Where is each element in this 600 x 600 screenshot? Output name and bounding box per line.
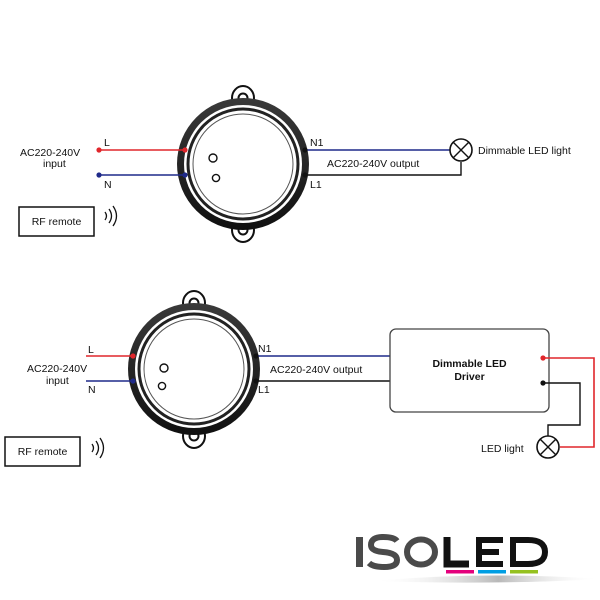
neutral-out-label: N1 <box>258 343 272 355</box>
logo-stripe-magenta <box>446 570 474 574</box>
driver-label-line2: Driver <box>454 371 484 383</box>
neutral-terminal-dimmer-1 <box>182 172 188 178</box>
input-label-line2: input <box>46 375 69 387</box>
driver-label-line1: Dimmable LED <box>432 358 507 370</box>
input-label-line2: input <box>43 158 66 170</box>
neutral-out-label: N1 <box>310 137 324 149</box>
l1-terminal-2 <box>253 378 259 384</box>
live-terminal-left-1 <box>96 147 102 153</box>
logo-stripe-blue <box>478 570 506 574</box>
live-in-label: L <box>104 137 110 149</box>
live-terminal-dimmer-2 <box>130 353 136 359</box>
load-label: LED light <box>481 443 524 455</box>
rf-remote-box-1 <box>18 206 95 237</box>
logo-swoosh <box>372 575 600 583</box>
neutral-in-label: N <box>104 179 112 191</box>
input-label-line1: AC220-240V <box>27 363 87 375</box>
live-out-label: L1 <box>258 384 270 396</box>
n1-terminal-2 <box>253 353 259 359</box>
n1-terminal-1 <box>302 147 308 153</box>
load-label: Dimmable LED light <box>478 145 571 157</box>
output-label: AC220-240V output <box>270 364 362 376</box>
driver-output-black-wire <box>543 382 581 436</box>
led-lamp-icon <box>536 435 560 459</box>
l1-terminal-1 <box>302 172 308 178</box>
rf-remote-label-1: RF remote <box>32 216 82 228</box>
output-label: AC220-240V output <box>327 158 419 170</box>
led-driver-box <box>389 328 550 413</box>
live-out-label: L1 <box>310 179 322 191</box>
neutral-in-label: N <box>88 384 96 396</box>
dimmer-device-2 <box>128 290 260 449</box>
driver-out-negative-terminal <box>540 380 546 386</box>
live-terminal-dimmer-1 <box>182 147 188 153</box>
lamp-icon <box>449 138 473 162</box>
live-in-label: L <box>88 344 94 356</box>
dimmer-device-1 <box>177 85 309 243</box>
logo-stripe-green <box>510 570 538 574</box>
driver-output-red-wire <box>543 357 595 448</box>
rf-remote-label-2: RF remote <box>18 446 68 458</box>
rf-remote-box-2 <box>4 436 81 467</box>
wireless-signal-icon <box>91 437 105 459</box>
isoled-logo <box>356 533 600 583</box>
wireless-signal-icon <box>104 205 118 227</box>
diagram-2: Dimmable LED Driver AC220-240V input L N… <box>4 290 595 467</box>
live-output-wire-1 <box>305 162 462 176</box>
neutral-terminal-left-1 <box>96 172 102 178</box>
driver-out-positive-terminal <box>540 355 546 361</box>
input-label-line1: AC220-240V <box>20 147 80 159</box>
diagram-1: AC220-240V input L N N1 L1 AC220-240V ou… <box>18 85 571 243</box>
neutral-terminal-dimmer-2 <box>130 378 136 384</box>
